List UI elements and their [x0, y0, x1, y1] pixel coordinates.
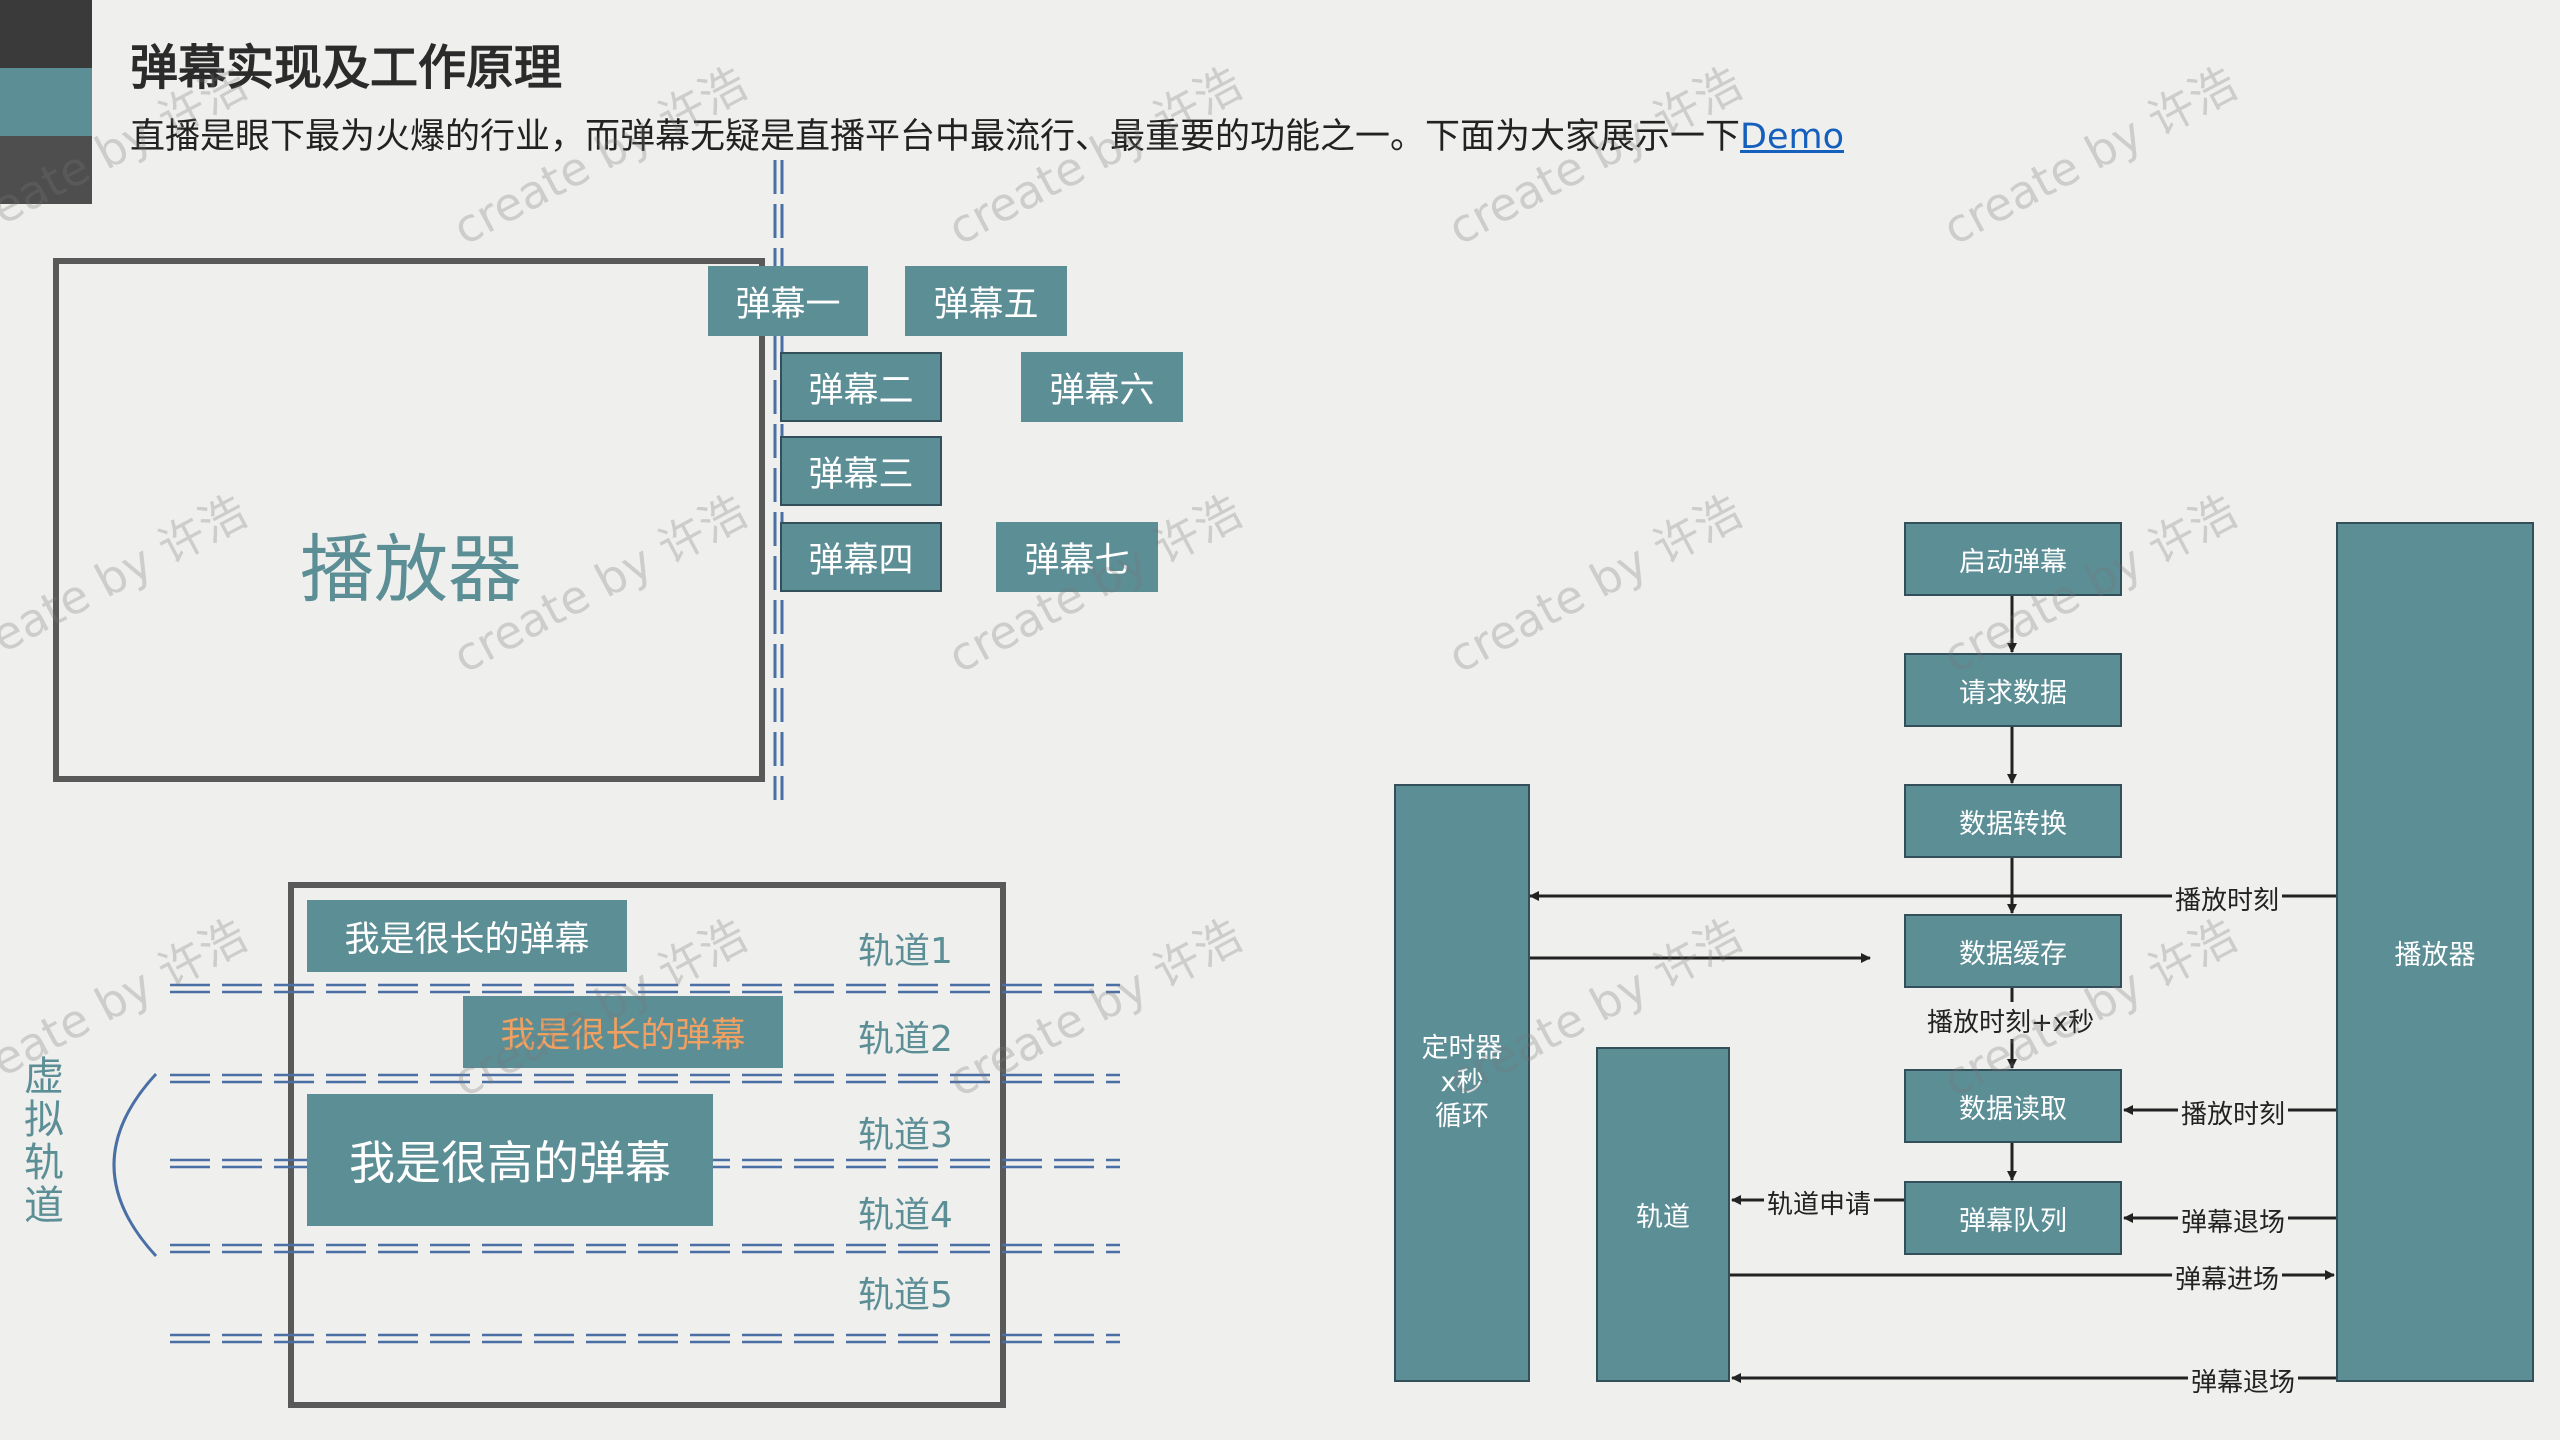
track-label-4: 轨道4 — [858, 1195, 953, 1236]
long-danmaku: 我是很长的弹幕 — [307, 900, 627, 972]
danmaku-1: 弹幕一 — [708, 266, 868, 336]
player-label: 播放器 — [300, 527, 522, 613]
flow-node-track: 轨道 — [1596, 1047, 1730, 1382]
danmaku-4: 弹幕四 — [780, 522, 942, 592]
demo-link[interactable]: Demo — [1740, 117, 1845, 157]
edge-label-play-time-plus: 播放时刻+x秒 — [1924, 1002, 2098, 1039]
edge-label-play-time-top: 播放时刻 — [2172, 880, 2283, 917]
danmaku-5: 弹幕五 — [905, 266, 1067, 336]
tall-danmaku: 我是很高的弹幕 — [307, 1094, 713, 1226]
edge-label-exit-bottom: 弹幕退场 — [2188, 1362, 2299, 1399]
danmaku-7: 弹幕七 — [996, 522, 1158, 592]
page-title: 弹幕实现及工作原理 — [130, 40, 563, 96]
flow-node-convert: 数据转换 — [1904, 784, 2122, 858]
flow-node-player: 播放器 — [2336, 522, 2534, 1382]
edge-label-exit-queue: 弹幕退场 — [2178, 1202, 2289, 1239]
flow-node-request: 请求数据 — [1904, 653, 2122, 727]
player-frame — [53, 258, 765, 782]
edge-label-play-time-read: 播放时刻 — [2178, 1094, 2289, 1131]
track-label-5: 轨道5 — [858, 1275, 953, 1316]
flow-node-timer: 定时器 x秒 循环 — [1394, 784, 1530, 1382]
long-danmaku-highlight: 我是很长的弹幕 — [463, 996, 783, 1068]
track-frame — [288, 882, 1006, 1408]
flow-node-start: 启动弹幕 — [1904, 522, 2122, 596]
danmaku-2: 弹幕二 — [780, 352, 942, 422]
flow-node-queue: 弹幕队列 — [1904, 1181, 2122, 1255]
flow-node-cache: 数据缓存 — [1904, 914, 2122, 988]
virtual-track-label: 虚拟轨道 — [24, 1054, 64, 1229]
flow-node-read: 数据读取 — [1904, 1069, 2122, 1143]
virtual-track-brace — [112, 1072, 158, 1258]
track-label-3: 轨道3 — [858, 1115, 953, 1156]
danmaku-6: 弹幕六 — [1021, 352, 1183, 422]
page-subtitle: 直播是眼下最为火爆的行业，而弹幕无疑是直播平台中最流行、最重要的功能之一。下面为… — [130, 108, 1844, 159]
edge-label-enter: 弹幕进场 — [2172, 1259, 2283, 1296]
corner-block-gray — [0, 136, 92, 204]
timer-line-1: 定时器 — [1421, 1033, 1503, 1064]
subtitle-text: 直播是眼下最为火爆的行业，而弹幕无疑是直播平台中最流行、最重要的功能之一。下面为… — [130, 117, 1741, 157]
timer-line-2: x秒 — [1440, 1067, 1484, 1098]
corner-block-teal — [0, 68, 92, 136]
track-label-2: 轨道2 — [858, 1019, 953, 1060]
danmaku-3: 弹幕三 — [780, 436, 942, 506]
corner-block-dark — [0, 0, 92, 68]
edge-label-track-request: 轨道申请 — [1764, 1184, 1875, 1221]
track-label-1: 轨道1 — [858, 931, 953, 972]
timer-line-3: 循环 — [1435, 1101, 1489, 1132]
